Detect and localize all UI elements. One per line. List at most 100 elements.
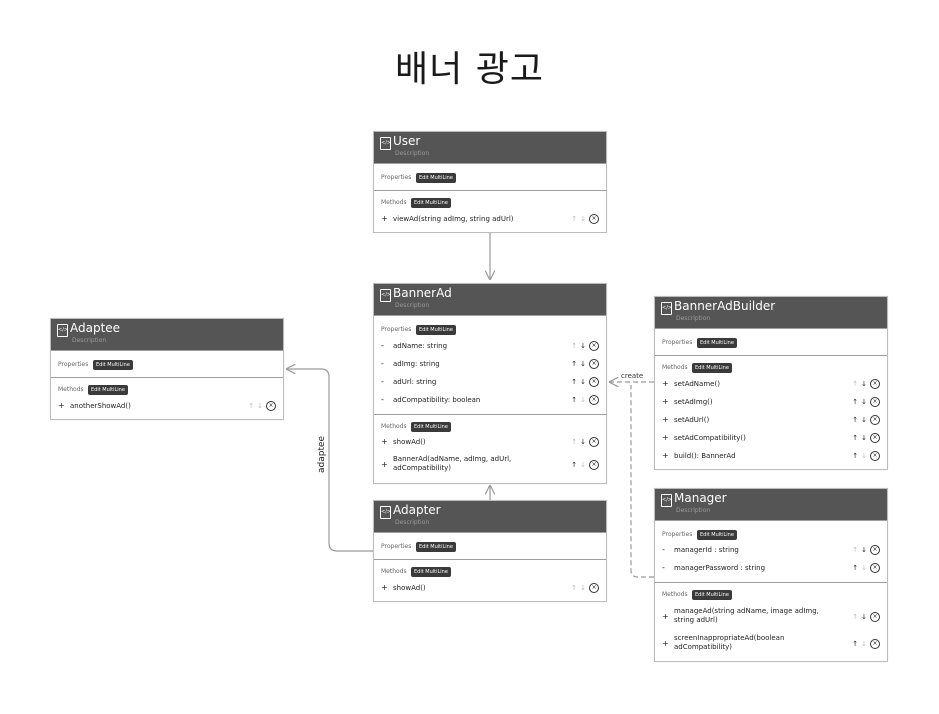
edit-multiline-button[interactable]: Edit MultiLine	[416, 542, 456, 552]
property-row[interactable]: - adUrl: string ↑↓×	[381, 376, 599, 388]
move-up-icon[interactable]: ↑	[852, 546, 862, 554]
remove-icon[interactable]: ×	[870, 451, 880, 461]
method-text[interactable]: showAd()	[393, 584, 426, 592]
property-text[interactable]: adName: string	[393, 342, 448, 350]
method-text[interactable]: anotherShowAd()	[70, 402, 131, 410]
edit-multiline-button[interactable]: Edit MultiLine	[697, 530, 737, 540]
class-name[interactable]: User	[393, 134, 421, 148]
method-text[interactable]: setAdCompatibility()	[674, 434, 746, 442]
move-down-icon[interactable]: ↓	[861, 546, 870, 554]
remove-icon[interactable]: ×	[589, 214, 599, 224]
move-up-icon[interactable]: ↑	[571, 360, 581, 368]
method-row[interactable]: + anotherShowAd() ↑↓×	[58, 400, 276, 412]
move-down-icon[interactable]: ↓	[861, 398, 870, 406]
method-row[interactable]: + setAdName() ↑↓×	[662, 378, 880, 390]
remove-icon[interactable]: ×	[589, 377, 599, 387]
method-row[interactable]: + setAdUrl() ↑↓×	[662, 414, 880, 426]
class-header[interactable]: </> BannerAdBuilder Description	[655, 297, 887, 328]
class-card-adaptee[interactable]: </> Adaptee Description Properties Edit …	[50, 318, 284, 420]
remove-icon[interactable]: ×	[870, 379, 880, 389]
property-text[interactable]: adImg: string	[393, 360, 440, 368]
method-row[interactable]: + showAd() ↑↓×	[381, 436, 599, 448]
property-text[interactable]: adCompatibility: boolean	[393, 396, 481, 404]
move-up-icon[interactable]: ↑	[248, 402, 258, 410]
class-description[interactable]: Description	[676, 507, 711, 514]
method-row[interactable]: + setAdCompatibility() ↑↓×	[662, 432, 880, 444]
class-description[interactable]: Description	[676, 315, 711, 322]
move-down-icon[interactable]: ↓	[861, 564, 870, 572]
move-down-icon[interactable]: ↓	[580, 342, 589, 350]
method-text[interactable]: setAdUrl()	[674, 416, 710, 424]
move-up-icon[interactable]: ↑	[571, 584, 581, 592]
class-card-bannerad[interactable]: </> BannerAd Description Properties Edit…	[373, 283, 607, 484]
method-row[interactable]: + manageAd(string adName, image adImg, s…	[662, 605, 880, 629]
move-up-icon[interactable]: ↑	[852, 452, 862, 460]
move-down-icon[interactable]: ↓	[580, 461, 589, 469]
edit-multiline-button[interactable]: Edit MultiLine	[697, 338, 737, 348]
property-text[interactable]: managerPassword : string	[674, 564, 766, 572]
move-up-icon[interactable]: ↑	[571, 438, 581, 446]
class-description[interactable]: Description	[395, 302, 430, 309]
move-up-icon[interactable]: ↑	[852, 398, 862, 406]
move-down-icon[interactable]: ↓	[580, 378, 589, 386]
move-down-icon[interactable]: ↓	[580, 396, 589, 404]
move-up-icon[interactable]: ↑	[571, 396, 581, 404]
move-up-icon[interactable]: ↑	[571, 342, 581, 350]
class-name[interactable]: Manager	[674, 491, 727, 505]
edit-multiline-button[interactable]: Edit MultiLine	[416, 173, 456, 183]
remove-icon[interactable]: ×	[870, 612, 880, 622]
remove-icon[interactable]: ×	[870, 433, 880, 443]
remove-icon[interactable]: ×	[589, 395, 599, 405]
remove-icon[interactable]: ×	[870, 545, 880, 555]
move-down-icon[interactable]: ↓	[580, 360, 589, 368]
method-text[interactable]: screenInappropriateAd(boolean adCompatib…	[674, 634, 785, 651]
move-up-icon[interactable]: ↑	[852, 416, 862, 424]
class-header[interactable]: </> Adaptee Description	[51, 319, 283, 350]
move-up-icon[interactable]: ↑	[852, 380, 862, 388]
class-name[interactable]: Adapter	[393, 503, 441, 517]
property-row[interactable]: - adCompatibility: boolean ↑↓×	[381, 394, 599, 406]
edit-multiline-button[interactable]: Edit MultiLine	[692, 590, 732, 600]
edit-multiline-button[interactable]: Edit MultiLine	[88, 385, 128, 395]
edit-multiline-button[interactable]: Edit MultiLine	[93, 360, 133, 370]
property-row[interactable]: - managerPassword : string ↑↓×	[662, 562, 880, 574]
method-row[interactable]: + screenInappropriateAd(boolean adCompat…	[662, 632, 880, 656]
edit-multiline-button[interactable]: Edit MultiLine	[416, 325, 456, 335]
remove-icon[interactable]: ×	[266, 401, 276, 411]
move-up-icon[interactable]: ↑	[571, 215, 581, 223]
move-down-icon[interactable]: ↓	[861, 452, 870, 460]
method-row[interactable]: + showAd() ↑↓×	[381, 582, 599, 594]
remove-icon[interactable]: ×	[589, 341, 599, 351]
method-text[interactable]: showAd()	[393, 438, 426, 446]
method-text[interactable]: setAdName()	[674, 380, 720, 388]
edit-multiline-button[interactable]: Edit MultiLine	[411, 567, 451, 577]
class-card-user[interactable]: </> User Description Properties Edit Mul…	[373, 131, 607, 233]
move-up-icon[interactable]: ↑	[852, 640, 862, 648]
move-down-icon[interactable]: ↓	[861, 613, 870, 621]
class-name[interactable]: BannerAdBuilder	[674, 299, 776, 313]
class-name[interactable]: BannerAd	[393, 286, 452, 300]
move-down-icon[interactable]: ↓	[861, 416, 870, 424]
class-header[interactable]: </> Adapter Description	[374, 501, 606, 532]
move-up-icon[interactable]: ↑	[852, 613, 862, 621]
property-row[interactable]: - adImg: string ↑↓×	[381, 358, 599, 370]
method-row[interactable]: + viewAd(string adImg, string adUrl) ↑↓×	[381, 213, 599, 225]
edit-multiline-button[interactable]: Edit MultiLine	[692, 363, 732, 373]
move-down-icon[interactable]: ↓	[861, 380, 870, 388]
class-description[interactable]: Description	[395, 519, 430, 526]
remove-icon[interactable]: ×	[870, 639, 880, 649]
class-description[interactable]: Description	[72, 337, 107, 344]
move-up-icon[interactable]: ↑	[571, 461, 581, 469]
method-text[interactable]: build(): BannerAd	[674, 452, 736, 460]
property-row[interactable]: - adName: string ↑↓×	[381, 340, 599, 352]
remove-icon[interactable]: ×	[589, 437, 599, 447]
move-down-icon[interactable]: ↓	[580, 438, 589, 446]
method-text[interactable]: viewAd(string adImg, string adUrl)	[393, 215, 514, 223]
move-up-icon[interactable]: ↑	[571, 378, 581, 386]
class-header[interactable]: </> Manager Description	[655, 489, 887, 520]
method-text[interactable]: setAdImg()	[674, 398, 713, 406]
remove-icon[interactable]: ×	[870, 415, 880, 425]
edit-multiline-button[interactable]: Edit MultiLine	[411, 198, 451, 208]
method-text[interactable]: manageAd(string adName, image adImg, str…	[674, 607, 819, 624]
edit-multiline-button[interactable]: Edit MultiLine	[411, 422, 451, 432]
